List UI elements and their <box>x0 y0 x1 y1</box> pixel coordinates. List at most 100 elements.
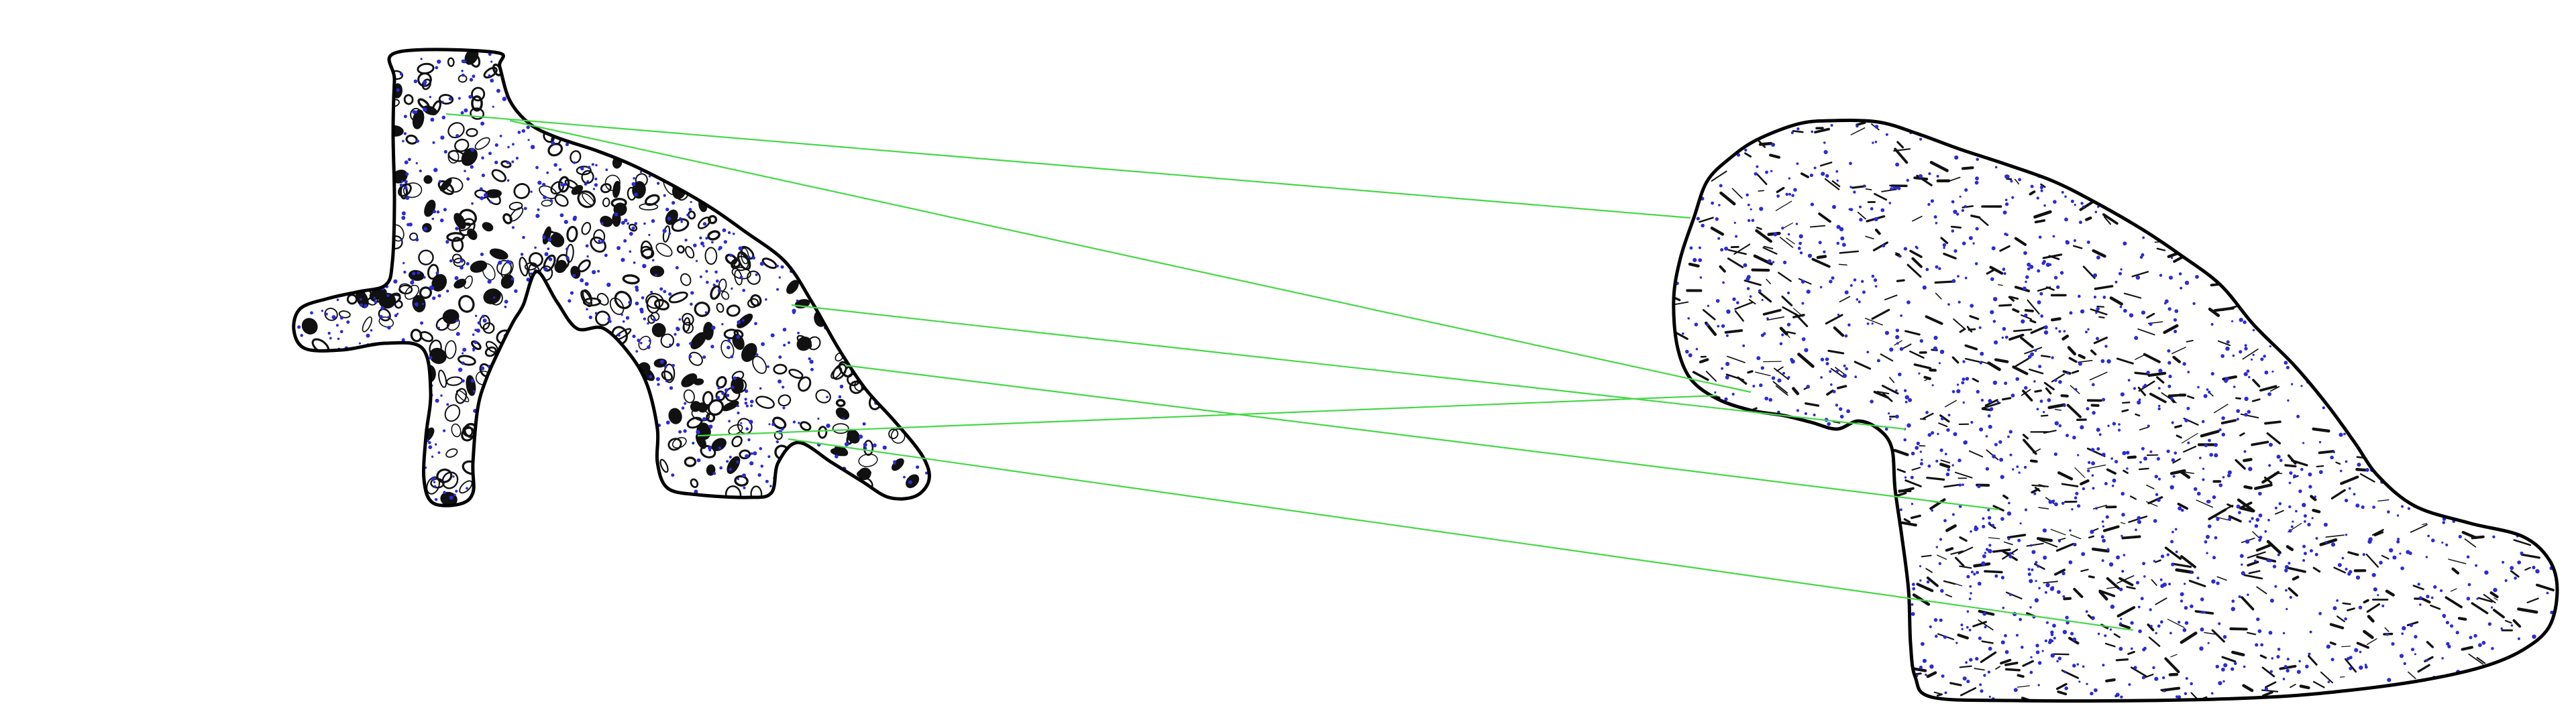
keypoint <box>727 345 731 350</box>
tissue-texture-streak <box>1969 315 1980 320</box>
keypoint <box>862 422 866 426</box>
keypoint <box>435 66 439 70</box>
tissue-texture-cell <box>431 274 447 292</box>
tissue-texture-cell <box>324 308 338 321</box>
keypoint <box>2052 623 2056 628</box>
keypoint <box>2450 624 2454 628</box>
keypoint <box>408 158 411 162</box>
keypoint <box>488 74 491 77</box>
keypoint <box>438 180 442 183</box>
keypoint <box>1899 508 1902 511</box>
keypoint <box>1804 412 1807 416</box>
keypoint <box>2037 564 2040 568</box>
keypoint <box>504 305 507 308</box>
keypoint <box>1772 261 1775 263</box>
tissue-texture-streak <box>1824 178 1840 190</box>
keypoint <box>2401 505 2404 508</box>
keypoint <box>742 288 746 292</box>
keypoint <box>1970 304 1974 308</box>
tissue-texture-streak <box>2024 309 2034 312</box>
keypoint <box>1982 611 1987 616</box>
keypoint <box>2039 400 2043 403</box>
keypoint <box>511 277 515 281</box>
tissue-texture-streak <box>1800 172 1809 178</box>
keypoint <box>2332 606 2337 611</box>
keypoint <box>600 239 605 244</box>
keypoint <box>2345 534 2348 536</box>
keypoint <box>1922 285 1927 290</box>
tissue-texture-streak <box>2066 404 2082 418</box>
keypoint <box>448 97 452 101</box>
keypoint <box>2199 457 2202 459</box>
keypoint <box>1806 290 1811 294</box>
tissue-texture-streak <box>1839 250 1860 254</box>
keypoint <box>2269 345 2271 348</box>
tissue-texture-streak <box>2266 540 2282 554</box>
tissue-texture-cell <box>818 426 828 439</box>
keypoint <box>1884 330 1889 335</box>
keypoint <box>1927 464 1931 468</box>
keypoint <box>2314 495 2316 498</box>
keypoint <box>2271 370 2274 373</box>
keypoint <box>2035 650 2040 654</box>
keypoint <box>2047 398 2051 402</box>
tissue-texture-cell <box>672 436 687 449</box>
tissue-texture-cell <box>471 340 482 351</box>
keypoint <box>1947 414 1951 417</box>
keypoint <box>2241 563 2243 566</box>
keypoint <box>1931 431 1935 435</box>
keypoint <box>2326 644 2330 649</box>
tissue-texture-streak <box>1779 237 1794 248</box>
keypoint <box>755 273 758 276</box>
keypoint <box>678 318 682 321</box>
keypoint <box>2008 501 2010 505</box>
tissue-texture-streak <box>2180 555 2196 568</box>
keypoint <box>435 271 439 275</box>
keypoint <box>2051 586 2055 589</box>
tissue-texture-streak <box>1731 188 1743 199</box>
tissue-texture-streak <box>2504 619 2512 624</box>
keypoint <box>760 465 764 468</box>
tissue-texture-streak <box>1936 554 1947 560</box>
keypoint <box>2203 611 2206 613</box>
tissue-texture-streak <box>2029 368 2044 375</box>
tissue-texture-streak <box>2312 680 2325 688</box>
keypoint <box>403 132 407 135</box>
keypoint <box>481 156 484 160</box>
keypoint <box>2077 454 2080 457</box>
tissue-texture-cell <box>668 291 688 304</box>
keypoint <box>1979 683 1982 686</box>
keypoint <box>2167 349 2171 353</box>
tissue-texture-cell <box>681 373 698 387</box>
tissue-texture-cell <box>832 423 849 434</box>
keypoint <box>2276 455 2281 459</box>
keypoint <box>1750 208 1752 210</box>
keypoint <box>2064 195 2067 198</box>
keypoint <box>2063 330 2066 333</box>
tissue-texture-cell <box>786 280 799 294</box>
keypoint <box>2322 406 2325 410</box>
keypoint <box>1895 335 1900 339</box>
tissue-texture-cell <box>686 416 703 429</box>
tissue-texture-streak <box>2284 464 2297 468</box>
keypoint <box>2362 553 2365 556</box>
tissue-texture-streak <box>1881 384 1899 395</box>
tissue-texture-cell <box>453 257 466 267</box>
tissue-texture-streak <box>2000 658 2012 665</box>
tissue-texture-streak <box>2381 554 2390 560</box>
tissue-texture-streak <box>2213 404 2229 414</box>
keypoint <box>1759 206 1764 211</box>
keypoint <box>859 434 863 439</box>
keypoint <box>2169 631 2172 635</box>
keypoint <box>1985 435 1988 438</box>
keypoint <box>2478 643 2482 648</box>
keypoint <box>585 244 589 248</box>
keypoint <box>2024 313 2028 318</box>
keypoint <box>1988 424 1992 429</box>
keypoint <box>2024 508 2028 511</box>
keypoint <box>2178 621 2181 624</box>
tissue-texture-cell <box>659 459 669 473</box>
keypoint <box>621 221 625 225</box>
keypoint <box>1874 140 1878 143</box>
keypoint <box>587 166 591 170</box>
